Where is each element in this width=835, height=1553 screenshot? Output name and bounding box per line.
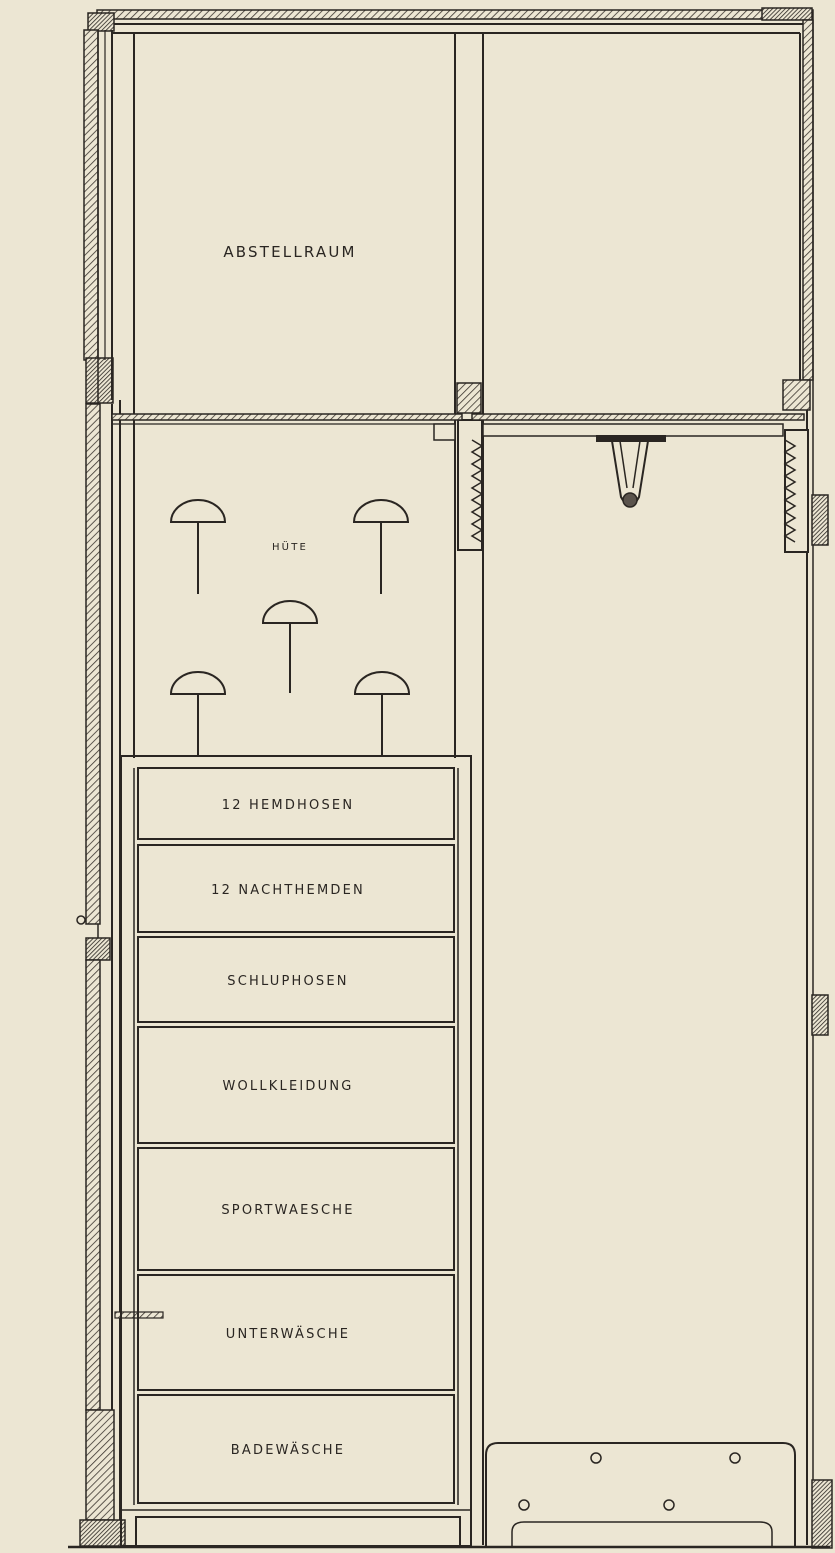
right-side-panel xyxy=(782,19,833,1549)
drawer-front xyxy=(137,844,455,933)
drawer-label: 12 NACHTHEMDEN xyxy=(211,883,365,898)
hats-label: HÜTE xyxy=(272,540,308,553)
shelf-left xyxy=(111,413,463,441)
drawer-label: SPORTWAESCHE xyxy=(221,1203,354,1218)
bottom-tray xyxy=(485,1442,796,1546)
drawer-front xyxy=(137,767,455,840)
drawer-label: UNTERWÄSCHE xyxy=(226,1326,350,1342)
drawer-front xyxy=(137,1147,455,1271)
drawer-cabinet xyxy=(120,755,472,1548)
hat-hook xyxy=(169,671,227,755)
hat-hook xyxy=(352,499,410,594)
drawer-label: 12 HEMDHOSEN xyxy=(222,798,355,813)
shelf-right xyxy=(471,413,805,437)
drawer-front xyxy=(137,1274,455,1391)
cabinet-top xyxy=(87,7,814,34)
center-divider xyxy=(454,33,484,1545)
hat-hook xyxy=(353,671,411,755)
drawer-label: BADEWÄSCHE xyxy=(231,1442,345,1458)
hat-hook xyxy=(261,600,319,693)
hanging-rail xyxy=(596,435,666,508)
drawer-label: SCHLUPHOSEN xyxy=(227,974,348,989)
drawer-label: WOLLKLEIDUNG xyxy=(222,1079,353,1094)
drawer-front xyxy=(137,1026,455,1144)
hat-hooks xyxy=(169,499,411,755)
drawer-front xyxy=(137,936,455,1023)
drawer-labels: 12 HEMDHOSEN 12 NACHTHEMDEN SCHLUPHOSEN WOL… xyxy=(211,798,365,1458)
storage-label: ABSTELLRAUM xyxy=(223,243,356,261)
drawer-front xyxy=(137,1394,455,1504)
drawer-fronts xyxy=(137,767,455,1504)
left-door xyxy=(76,403,164,1547)
hat-hook xyxy=(169,499,227,594)
